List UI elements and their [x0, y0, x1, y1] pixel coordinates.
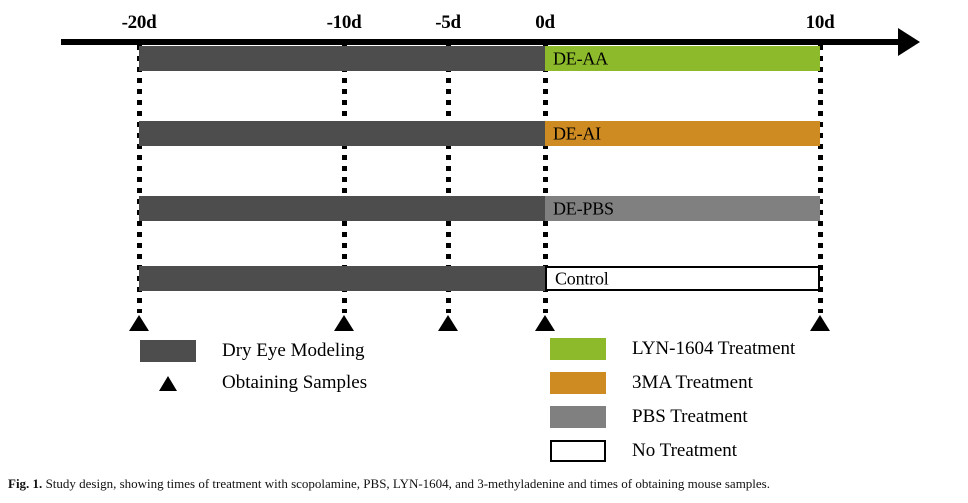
- sample-marker-triangle-icon: [129, 315, 149, 331]
- legend-item-3ma: 3MA Treatment: [550, 372, 753, 394]
- legend-item-dry-eye-modeling: Dry Eye Modeling: [140, 340, 364, 362]
- axis-tick-label-minus20d: -20d: [121, 12, 157, 33]
- caption-divider: [0, 466, 968, 467]
- sample-marker-triangle-icon: [535, 315, 555, 331]
- legend-item-obtaining-samples: Obtaining Samples: [140, 372, 367, 394]
- segment-dry-eye-modeling: [139, 196, 545, 221]
- guideline-minus10d: [342, 45, 347, 313]
- timeline-row-control: Control: [0, 266, 968, 291]
- sample-marker-triangle-icon: [334, 315, 354, 331]
- segment-no-treatment: Control: [545, 266, 820, 291]
- row-label-control: Control: [555, 268, 609, 288]
- segment-lyn1604-treatment: DE-AA: [545, 46, 820, 71]
- legend-swatch-white-icon: [550, 440, 606, 462]
- legend-label-no-treatment: No Treatment: [632, 440, 738, 461]
- segment-dry-eye-modeling: [139, 121, 545, 146]
- guideline-10d: [818, 45, 823, 313]
- figure-caption: Fig. 1. Study design, showing times of t…: [8, 476, 963, 492]
- row-label-de-aa: DE-AA: [553, 48, 608, 68]
- segment-dry-eye-modeling: [139, 266, 545, 291]
- segment-dry-eye-modeling: [139, 46, 545, 71]
- guideline-minus5d: [446, 45, 451, 313]
- legend-item-pbs: PBS Treatment: [550, 406, 748, 428]
- legend-swatch-gray-icon: [550, 406, 606, 428]
- legend-label-pbs-treatment: PBS Treatment: [632, 406, 748, 427]
- legend-label-dry-eye-modeling: Dry Eye Modeling: [222, 340, 365, 361]
- segment-pbs-treatment: DE-PBS: [545, 196, 820, 221]
- sample-marker-triangle-icon: [438, 315, 458, 331]
- legend-triangle-icon: [140, 375, 196, 391]
- legend-swatch-orange-icon: [550, 372, 606, 394]
- axis-tick-label-minus5d: -5d: [435, 12, 461, 33]
- figure-caption-text: Study design, showing times of treatment…: [45, 476, 770, 491]
- legend-label-3ma-treatment: 3MA Treatment: [632, 372, 753, 393]
- legend-swatch-dark-gray-icon: [140, 340, 196, 362]
- guideline-minus20d: [137, 45, 142, 313]
- axis-tick-label-10d: 10d: [805, 12, 835, 33]
- legend-item-lyn1604: LYN-1604 Treatment: [550, 338, 795, 360]
- figure-caption-prefix: Fig. 1.: [8, 476, 43, 491]
- legend-label-lyn1604-treatment: LYN-1604 Treatment: [632, 338, 796, 359]
- timeline-arrow-icon: [898, 28, 920, 56]
- row-label-de-pbs: DE-PBS: [553, 198, 614, 218]
- timeline-row-de-aa: DE-AA: [0, 46, 968, 71]
- row-label-de-ai: DE-AI: [553, 123, 601, 143]
- segment-3ma-treatment: DE-AI: [545, 121, 820, 146]
- timeline-row-de-pbs: DE-PBS: [0, 196, 968, 221]
- sample-marker-triangle-icon: [810, 315, 830, 331]
- legend-item-no-treatment: No Treatment: [550, 440, 737, 462]
- axis-tick-label-minus10d: -10d: [326, 12, 362, 33]
- axis-tick-label-0d: 0d: [535, 12, 555, 33]
- legend-swatch-green-icon: [550, 338, 606, 360]
- legend-label-obtaining-samples: Obtaining Samples: [222, 372, 368, 393]
- timeline-axis: [61, 39, 909, 45]
- guideline-0d: [543, 45, 548, 313]
- timeline-row-de-ai: DE-AI: [0, 121, 968, 146]
